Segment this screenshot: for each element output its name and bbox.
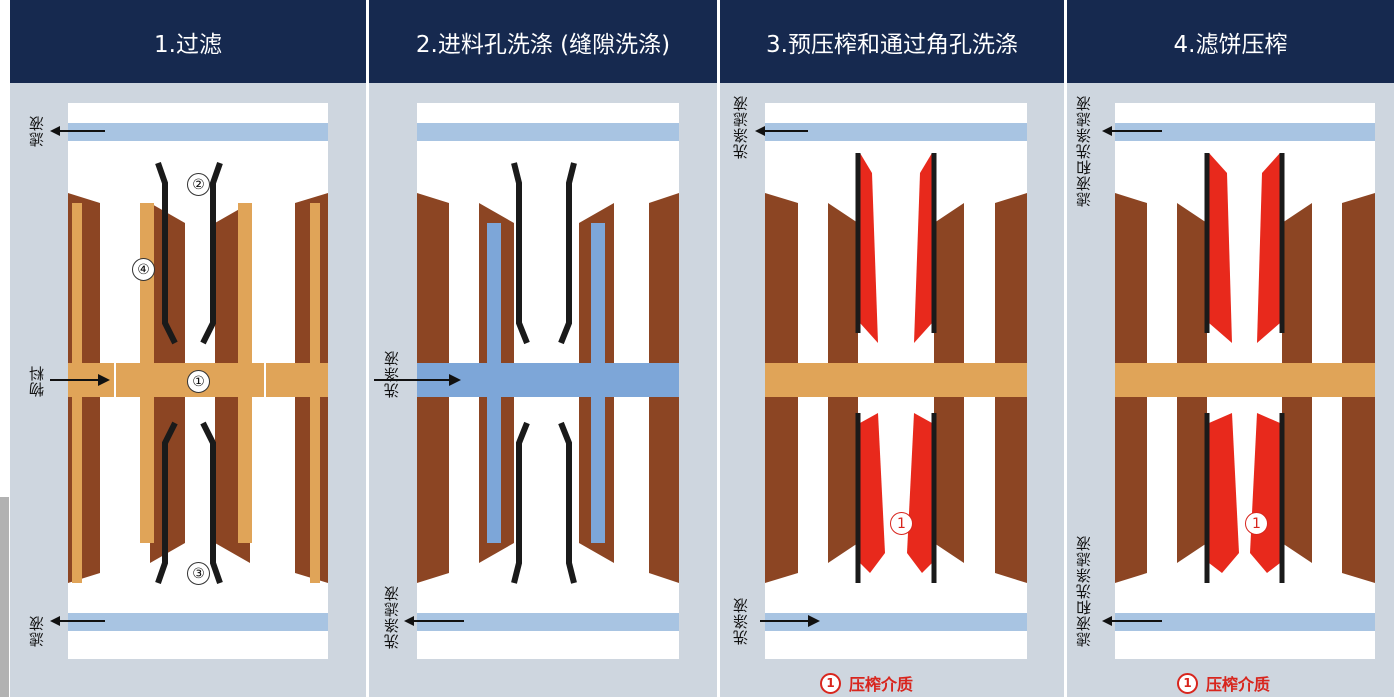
wash-filtrate-top-label: 洗涤滤液 — [732, 95, 750, 159]
press-medium-marker: 1 — [1245, 512, 1268, 535]
wash-liquid-bottom-label: 洗涤液 — [732, 597, 750, 645]
feed-port-wash-diagram — [374, 103, 679, 659]
left-edge-strip — [0, 497, 9, 697]
panel-title: 4.滤饼压榨 — [1067, 0, 1394, 83]
combined-filtrate-top-label: 滤液和洗涤滤液 — [1075, 95, 1093, 207]
marker-4: ④ — [132, 258, 155, 281]
filtrate-top-label: 滤液 — [28, 115, 46, 147]
legend-number: 1 — [1177, 672, 1198, 694]
marker-2: ② — [187, 173, 210, 196]
panel-cake-squeeze: 4.滤饼压榨 滤液和洗涤滤液 滤液和洗涤滤液 1 1 压榨介质 — [1067, 0, 1394, 697]
marker-1: ① — [187, 370, 210, 393]
legend-press-medium: 1 压榨介质 — [1177, 671, 1270, 695]
marker-3: ③ — [187, 562, 210, 585]
pre-squeeze-diagram — [755, 103, 1027, 659]
press-medium-marker: 1 — [890, 512, 913, 535]
filtration-diagram — [50, 103, 328, 659]
legend-number: 1 — [820, 672, 841, 694]
panel-title: 3.预压榨和通过角孔洗涤 — [720, 0, 1064, 83]
wash-filtrate-label: 洗涤滤液 — [383, 585, 401, 649]
panel-pre-squeeze: 3.预压榨和通过角孔洗涤 洗涤滤液 洗涤液 1 1 压榨介质 — [720, 0, 1064, 697]
panel-title: 2.进料孔洗涤 (缝隙洗涤) — [369, 0, 717, 83]
cake-squeeze-diagram — [1102, 103, 1375, 659]
feed-label: 物料 — [28, 365, 46, 397]
combined-filtrate-bottom-label: 滤液和洗涤滤液 — [1075, 535, 1093, 647]
wash-liquid-label: 洗涤液 — [383, 350, 401, 398]
legend-text: 压榨介质 — [1206, 675, 1271, 694]
panel-feed-port-wash: 2.进料孔洗涤 (缝隙洗涤) 洗涤液 洗涤滤液 — [369, 0, 717, 697]
legend-text: 压榨介质 — [849, 675, 914, 694]
panel-filtration: 1.过滤 滤液 物料 滤液 ② ④ ① ③ — [10, 0, 366, 697]
legend-press-medium: 1 压榨介质 — [820, 671, 913, 695]
panel-title: 1.过滤 — [10, 0, 366, 83]
filtrate-bottom-label: 滤液 — [28, 615, 46, 647]
